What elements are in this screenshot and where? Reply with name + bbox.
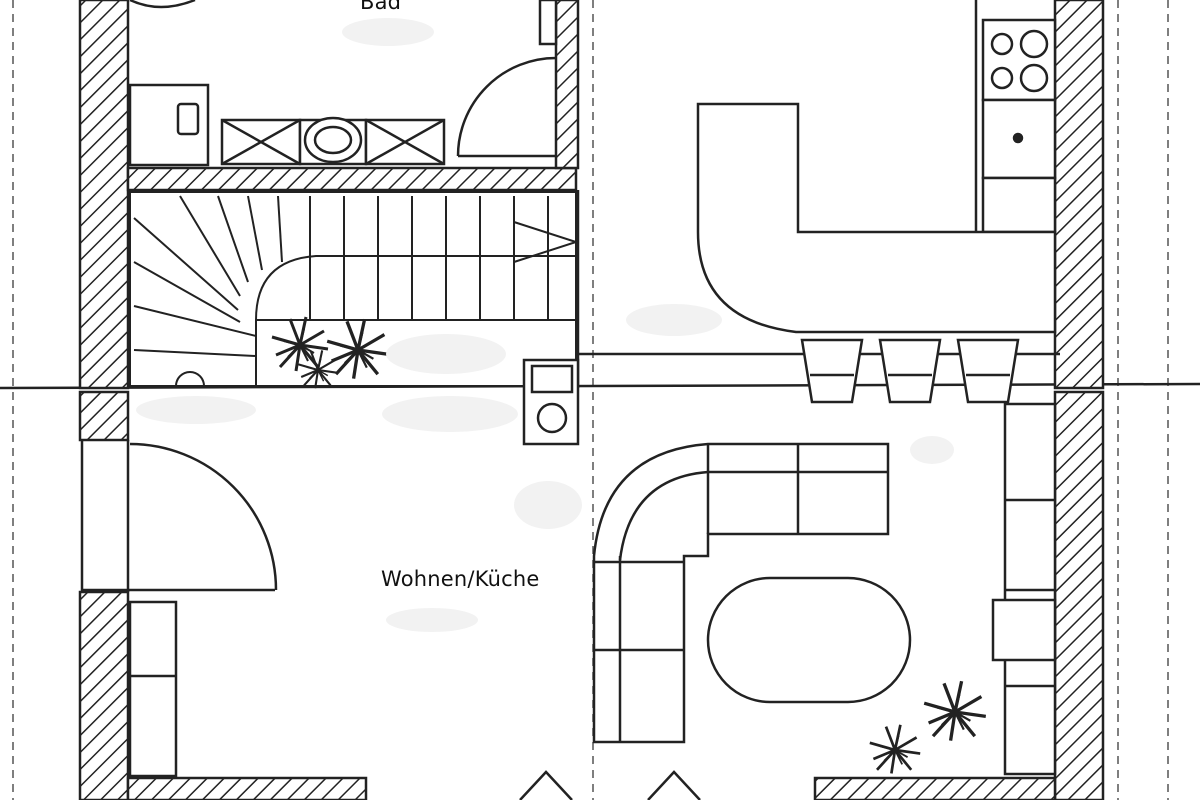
erase-patches [136, 18, 954, 632]
kitchen-units [522, 18, 1060, 446]
bathroom-fixtures [128, 0, 558, 167]
stair-arrow-icon [513, 221, 580, 263]
living-furniture [128, 402, 1057, 800]
cooktop-icon [990, 29, 1049, 93]
exterior-walls [78, 0, 1105, 800]
reference-lines [12, 0, 1169, 800]
room-label-bad: Bad [360, 0, 402, 14]
room-label-wohnen-kueche: Wohnen/Küche [381, 567, 540, 591]
